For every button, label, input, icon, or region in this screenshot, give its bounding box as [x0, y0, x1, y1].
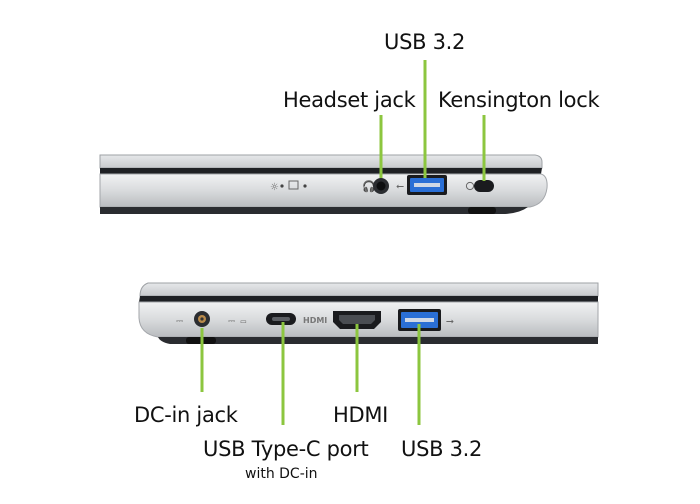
usb-c-port: ⎓ ▭ [228, 313, 296, 327]
top-bezel-gap [100, 168, 542, 174]
bottom-bottom-edge [158, 337, 598, 344]
dc-symbol-icon: ⎓ [176, 317, 183, 327]
battery-led-icon [288, 180, 299, 190]
usb-symbol-icon: ⭠ [396, 181, 404, 192]
headset-jack-port: 🎧 [362, 178, 389, 194]
power-led-icon: ☼ [270, 182, 279, 193]
usb-symbol-icon: ⭢ [446, 316, 454, 327]
dc-in-port: ⎓ [176, 311, 210, 327]
usb-port-top: ⭠ [396, 175, 447, 195]
bottom-lid [139, 282, 599, 297]
bottom-laptop-side: ⎓ ⎓ ▭ HDMI ⭢ [138, 282, 599, 425]
bottom-bezel-gap [139, 296, 598, 302]
top-laptop-side: ☼ 🎧 ⭠ [99, 60, 548, 214]
usb-c-symbol-icon: ⎓ ▭ [228, 317, 247, 327]
hdmi-logo-icon: HDMI [303, 316, 327, 325]
top-bottom-edge [100, 207, 528, 214]
usb-bottom-label: USB 3.2 [401, 437, 483, 461]
lock-icon [465, 181, 475, 191]
hdmi-label: HDMI [333, 403, 389, 427]
kensington-lock-slot [465, 180, 494, 192]
usb-port-bottom: ⭢ [398, 309, 454, 331]
dc-in-jack-label: DC-in jack [134, 403, 238, 427]
headset-icon: 🎧 [362, 180, 376, 193]
usb-type-c-label: USB Type-C port [203, 437, 369, 461]
top-lid [99, 154, 543, 169]
usb-type-c-sublabel: with DC-in [245, 466, 318, 482]
hdmi-port: HDMI [303, 311, 381, 329]
headset-jack-label: Headset jack [283, 88, 416, 112]
kensington-lock-label: Kensington lock [438, 88, 600, 112]
top-foot [468, 207, 496, 214]
status-led-icons: ☼ [270, 180, 307, 193]
usb-top-label: USB 3.2 [384, 30, 466, 54]
